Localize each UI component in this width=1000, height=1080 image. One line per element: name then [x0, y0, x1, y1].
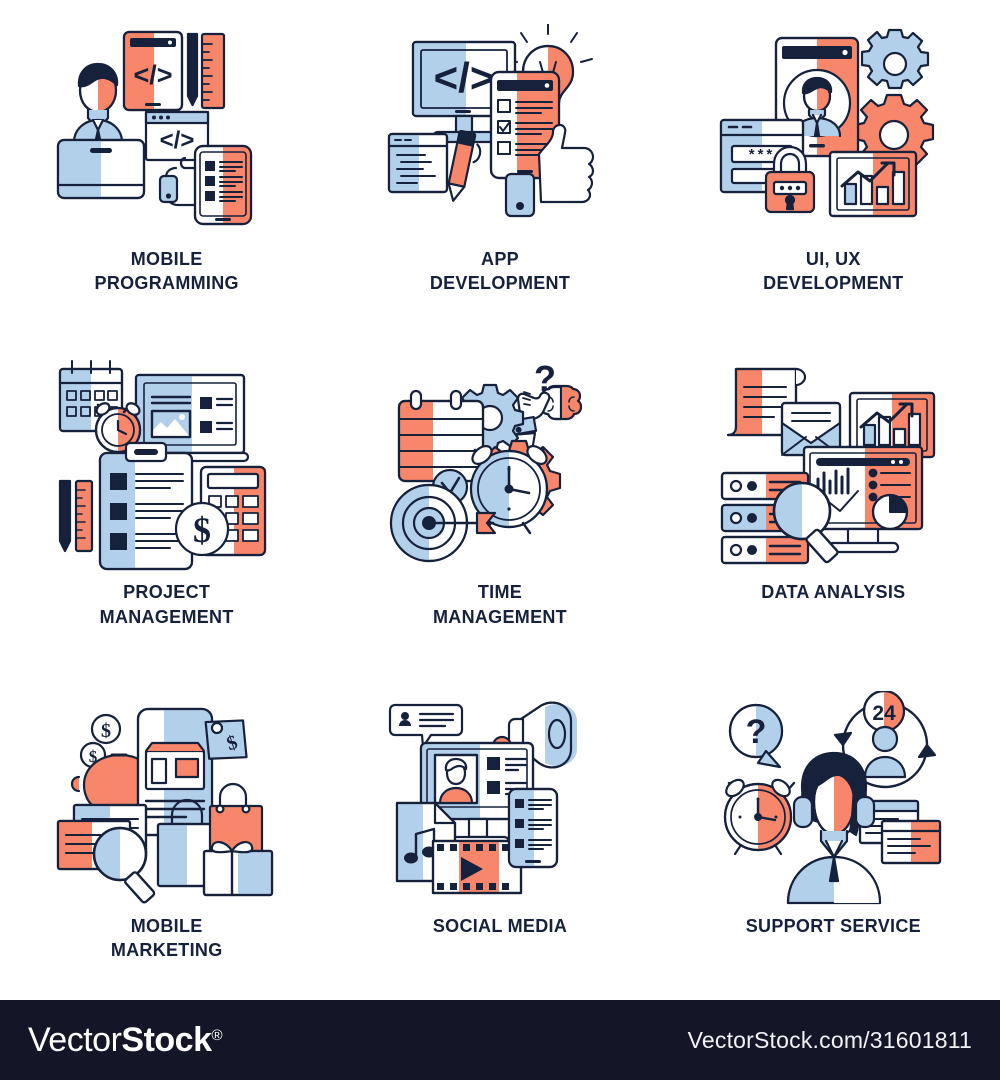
card-label: SOCIAL MEDIA: [432, 915, 568, 936]
brand-part-vector: Vector: [28, 1020, 122, 1059]
svg-text:$: $: [101, 720, 111, 742]
svg-text:***: ***: [749, 146, 776, 163]
registered-trademark-icon: ®: [211, 1026, 223, 1044]
card-label: MOBILE MARKETING: [110, 915, 223, 960]
card-support-service[interactable]: ? 24: [667, 667, 1000, 1000]
svg-text:</>: </>: [159, 127, 194, 154]
card-social-media[interactable]: SOCIAL MEDIA: [333, 667, 666, 1000]
card-label: APP DEVELOPMENT: [429, 249, 571, 294]
card-label: PROJECT MANAGEMENT: [99, 582, 234, 627]
card-project-management[interactable]: $ PROJECT MANAGEMENT: [0, 333, 333, 666]
mobile-programming-illustration: </>: [56, 30, 252, 226]
svg-text:</>: </>: [133, 60, 172, 90]
ui-ux-development-illustration: ***: [720, 28, 935, 218]
card-data-analysis[interactable]: DATA ANALYSIS: [667, 333, 1000, 666]
brand-part-stock: Stock: [121, 1020, 212, 1059]
app-development-illustration: </>: [387, 24, 595, 218]
card-label: MOBILE PROGRAMMING: [94, 249, 239, 294]
card-label: DATA ANALYSIS: [761, 582, 906, 603]
card-label: UI, UX DEVELOPMENT: [763, 249, 904, 294]
svg-text:</>: </>: [434, 54, 495, 101]
card-label: TIME MANAGEMENT: [432, 582, 567, 627]
svg-text:?: ?: [746, 713, 767, 751]
mobile-marketing-illustration: $ $: [56, 707, 273, 904]
support-service-illustration: ? 24: [724, 690, 942, 904]
card-time-management[interactable]: ?: [333, 333, 666, 666]
card-app-development[interactable]: </>: [333, 0, 666, 333]
data-analysis-illustration: [721, 368, 936, 565]
card-ui-ux-development[interactable]: ***: [667, 0, 1000, 333]
svg-text:$: $: [88, 747, 97, 766]
svg-text:$: $: [193, 510, 211, 550]
illustration-grid: </>: [0, 0, 1000, 1000]
card-mobile-programming[interactable]: </>: [0, 0, 333, 333]
watermark-url: VectorStock.com/31601811: [687, 1026, 972, 1053]
time-management-illustration: ?: [389, 358, 583, 563]
social-media-illustration: [388, 701, 577, 894]
hours-badge-text: 24: [873, 702, 897, 725]
card-label: SUPPORT SERVICE: [745, 915, 921, 936]
project-management-illustration: $: [58, 360, 266, 571]
card-mobile-marketing[interactable]: $ $: [0, 667, 333, 1000]
